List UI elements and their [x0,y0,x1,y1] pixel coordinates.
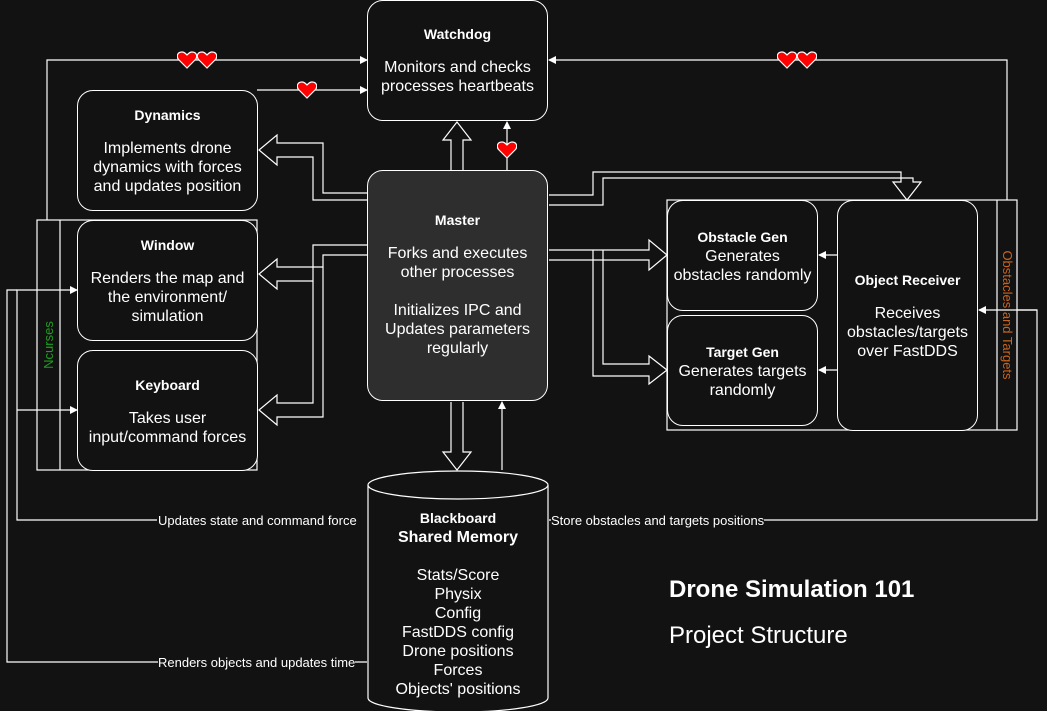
heart-icon [177,51,197,69]
master-box: Master Forks and executes other processe… [367,170,548,401]
store-obstacles-label: Store obstacles and targets positions [551,513,765,528]
master-window-arrow [258,244,367,291]
master-desc-1: Forks and executes other processes [387,245,528,281]
obstacles-targets-label: Obstacles and Targets [1000,250,1015,380]
blackboard-item: Forces [433,662,483,679]
obstacle-gen-title: Obstacle Gen [697,229,788,245]
blackboard-cylinder [367,470,549,711]
dynamics-box: Dynamics Implements drone dynamics with … [77,90,258,211]
dynamics-title: Dynamics [134,107,201,123]
keyboard-desc: Takes user input/command forces [88,410,247,446]
master-keyboard-arrow [258,267,324,427]
object-receiver-title: Object Receiver [854,272,961,288]
master-dynamics-arrow [258,133,367,201]
window-title: Window [140,237,195,253]
ncurses-window-line [16,286,157,521]
page-subtitle: Project Structure [669,622,848,649]
master-target-arrow [592,250,668,386]
blackboard-item: Objects' positions [395,681,521,698]
obstacle-gen-desc: Generates obstacles randomly [673,248,812,284]
object-receiver-desc: Receives obstacles/targets over FastDDS [847,305,968,360]
generators-frame [666,199,1018,431]
updates-state-label: Updates state and command force [158,513,357,528]
blackboard-title: Blackboard [419,510,497,526]
master-watchdog-arrow [441,121,473,170]
watchdog-desc: Monitors and checks processes heartbeats [381,59,534,95]
blackboard-item: FastDDS config [401,624,515,641]
keyboard-title: Keyboard [135,377,200,393]
renders-objects-label: Renders objects and updates time [158,655,356,670]
ncurses-label: Ncurses [41,321,56,369]
master-title: Master [434,212,481,228]
watchdog-title: Watchdog [423,26,492,42]
dynamics-desc: Implements drone dynamics with forces an… [93,140,242,195]
window-box: Window Renders the map and the environme… [77,220,258,341]
heart-icon [297,81,317,99]
page-title: Drone Simulation 101 [669,576,915,603]
heart-icon [197,51,217,69]
heartbeat-ncurses-line [46,56,368,220]
watchdog-box: Watchdog Monitors and checks processes h… [367,0,548,121]
blackboard-item: Stats/Score [416,567,500,584]
keyboard-box: Keyboard Takes user input/command forces [77,350,258,471]
blackboard-item: Physix [434,586,482,603]
blackboard-item: Config [434,605,482,622]
master-obstacle-arrow [549,238,668,272]
target-gen-desc: Generates targets randomly [678,363,807,399]
blackboard-content: Blackboard Shared Memory Stats/Score Phy… [368,509,548,699]
heartbeat-right-line [548,56,1008,200]
window-desc: Renders the map and the environment/ sim… [90,270,245,325]
obstacle-gen-box: Obstacle Gen Generates obstacles randoml… [667,200,818,311]
blackboard-subtitle: Shared Memory [397,529,519,546]
master-blackboard-arrow [441,402,473,471]
heart-icon [497,141,517,159]
blackboard-item: Drone positions [402,643,514,660]
heart-icon [777,51,797,69]
object-receiver-box: Object Receiver Receives obstacles/targe… [837,200,978,431]
target-gen-box: Target Gen Generates targets randomly [667,315,818,426]
target-gen-title: Target Gen [706,344,779,360]
master-desc-2: Initializes IPC and Updates parameters r… [385,302,530,357]
heart-icon [797,51,817,69]
